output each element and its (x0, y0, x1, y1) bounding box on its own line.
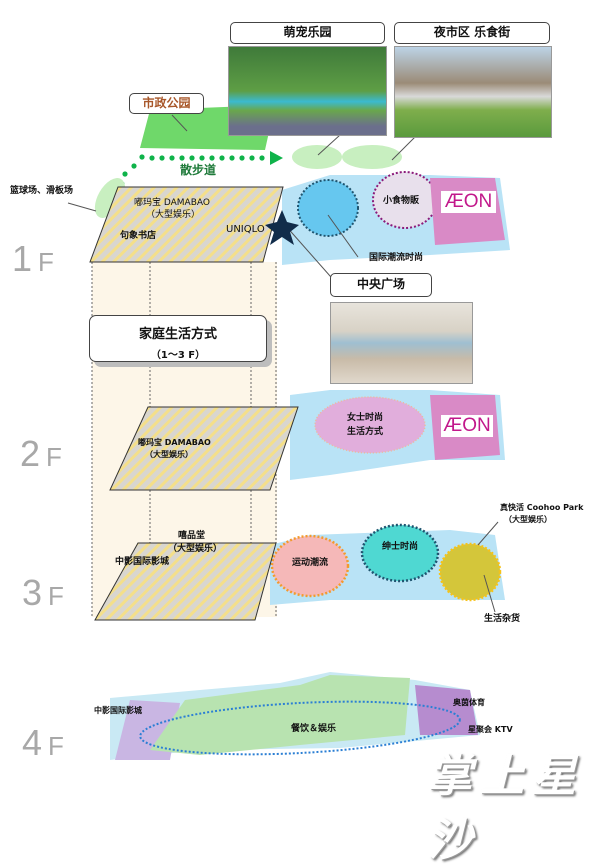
2f-lifestyle: 生活方式 (347, 427, 384, 437)
1f-aeon-logo: ÆON (441, 191, 496, 213)
1f-damabao: 嘟玛宝 DAMABAO (134, 198, 210, 208)
pet-park-callout: 萌宠乐园 (230, 22, 385, 44)
central-plaza-callout: 中央广场 (330, 273, 432, 297)
1f-damabao-sub: （大型娱乐） (146, 210, 201, 220)
4f-dining: 餐饮＆娱乐 (291, 724, 337, 734)
walkway-label: 散步道 (180, 163, 217, 177)
family-lifestyle-box: 家庭生活方式 （1～3 F） (89, 315, 267, 362)
pet-park-photo (228, 46, 387, 136)
2f-ladies-fashion: 女士时尚 (347, 413, 384, 423)
2f-damabao-sub: （大型娱乐） (145, 450, 193, 459)
3f-xipintang-sub: （大型娱乐） (168, 544, 223, 554)
night-market-callout: 夜市区 乐食街 (394, 22, 550, 44)
watermark-logo: 掌上星沙 (428, 751, 584, 866)
4f-sports-brand: 奥茵体育 (453, 698, 485, 707)
3f-sports: 运动潮流 (292, 558, 329, 568)
family-lifestyle-title: 家庭生活方式 (138, 327, 217, 342)
3f-coohoo: 真快活 Coohoo Park (500, 503, 584, 512)
courts-label: 篮球场、滑板场 (10, 186, 74, 196)
1f-bookstore: 句象书店 (120, 231, 157, 241)
1f-snacks: 小食物販 (383, 196, 420, 206)
3f-coohoo-sub: （大型娱乐） (504, 515, 552, 524)
3f-groceries: 生活杂货 (484, 614, 521, 624)
3f-gents: 绅士时尚 (382, 542, 419, 552)
1f-uniqlo: UNIQLO (226, 224, 265, 235)
2f-damabao: 嘟玛宝 DAMABAO (138, 438, 211, 447)
municipal-park-callout: 市政公园 (129, 93, 204, 114)
2f-aeon-logo: ÆON (441, 415, 493, 437)
4f-ktv: 星聚会 KTV (468, 725, 513, 734)
central-plaza-photo (330, 302, 473, 384)
family-lifestyle-range: （1～3 F） (150, 350, 206, 361)
4f-cinema: 中影国际影城 (94, 706, 142, 715)
night-market-photo (394, 46, 552, 138)
municipal-park-label: 市政公园 (142, 96, 191, 110)
3f-cinema: 中影国际影城 (115, 557, 170, 567)
night-market-label: 夜市区 乐食街 (433, 25, 511, 39)
3f-xipintang: 嘻品堂 (178, 531, 206, 541)
1f-intl-fashion: 国际潮流时尚 (369, 253, 424, 263)
central-plaza-label: 中央广场 (356, 277, 405, 291)
pet-park-label: 萌宠乐园 (283, 25, 332, 39)
